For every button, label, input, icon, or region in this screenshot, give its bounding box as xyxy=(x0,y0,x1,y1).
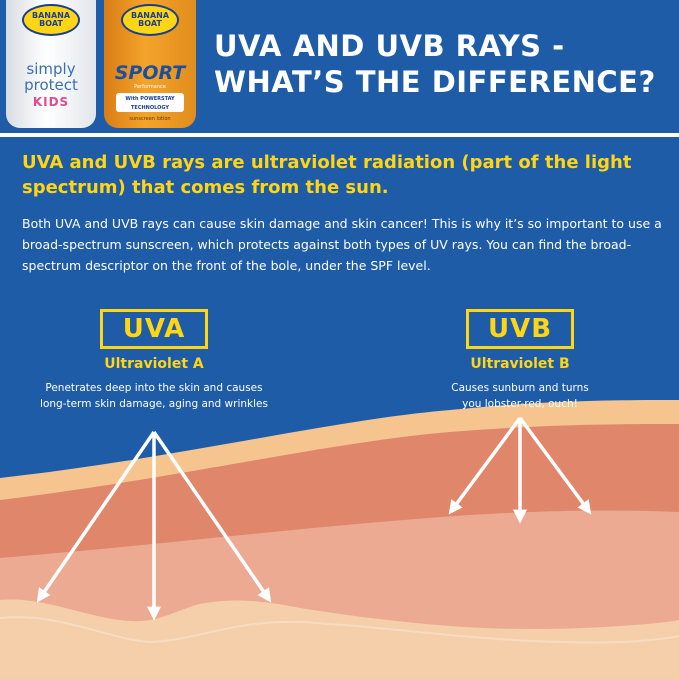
badge-line1: With POWERSTAY xyxy=(125,96,175,102)
title-line1: UVA AND UVB RAYS - xyxy=(214,29,565,63)
title-line2: WHAT’S THE DIFFERENCE? xyxy=(214,65,656,99)
uva-arrow-right xyxy=(152,431,272,603)
intro-body: Both UVA and UVB rays can cause skin dam… xyxy=(22,216,662,273)
brand-logo-text: BANANA BOAT xyxy=(31,11,71,28)
uva-arrows xyxy=(36,431,272,621)
uvb-arrows xyxy=(448,416,592,524)
uvb-name: Ultraviolet B xyxy=(470,356,570,372)
product-sub: Performance xyxy=(134,84,166,90)
badge-line2: TECHNOLOGY xyxy=(131,105,169,111)
uva-name: Ultraviolet A xyxy=(104,356,204,372)
product-type: sunscreen lotion xyxy=(129,116,171,122)
uva-description: Penetrates deep into the skin and causes… xyxy=(24,380,284,412)
uvb-description: Causes sunburn and turns you lobster-red… xyxy=(400,380,640,412)
skin-innermost-layer xyxy=(0,599,679,679)
uvb-label-box: UVB xyxy=(466,309,574,349)
intro-headline: UVA and UVB rays are ultraviolet radiati… xyxy=(22,152,632,198)
uva-desc-line1: Penetrates deep into the skin and causes xyxy=(45,382,263,394)
brand-logo-text: BANANA BOAT xyxy=(130,11,170,28)
page-title: UVA AND UVB RAYS - WHAT’S THE DIFFERENCE… xyxy=(214,28,674,100)
product-variant: KIDS xyxy=(32,95,70,109)
brand-logo: BANANA BOAT xyxy=(121,4,179,36)
skin-lower-curve xyxy=(0,616,679,644)
product-badge: With POWERSTAY TECHNOLOGY xyxy=(116,93,184,112)
sport-sunscreen-bottle: BANANA BOAT SPORT Performance With POWER… xyxy=(104,0,196,128)
uva-label-box: UVA xyxy=(100,309,208,349)
uvb-desc-line1: Causes sunburn and turns xyxy=(451,382,589,394)
header-banner: BANANA BOAT simply protect KIDS BANANA B… xyxy=(0,0,679,137)
brand-logo: BANANA BOAT xyxy=(22,4,80,36)
uvb-arrow-left xyxy=(448,416,522,515)
product-name: SPORT xyxy=(114,62,186,84)
uvb-desc-line2: you lobster-red, ouch! xyxy=(462,398,578,410)
uva-desc-line2: long-term skin damage, aging and wrinkle… xyxy=(40,398,268,410)
uva-arrow-left xyxy=(36,431,156,603)
uvb-arrow-right xyxy=(518,416,592,515)
product-name-line1: simply xyxy=(26,60,76,78)
product-name-line2: protect xyxy=(24,76,78,94)
kids-sunscreen-bottle: BANANA BOAT simply protect KIDS xyxy=(6,0,96,128)
